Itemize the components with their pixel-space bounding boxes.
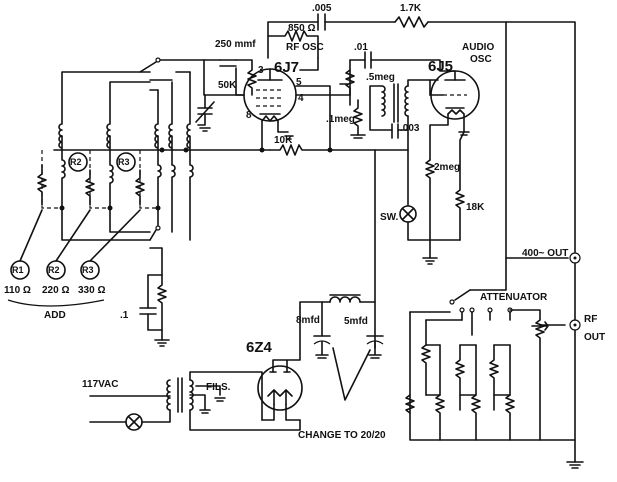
cap-003-label: .003 <box>400 123 420 134</box>
rf-osc-label: RF OSC <box>286 42 324 53</box>
sw-label: SW. <box>380 212 399 223</box>
pin3-label: 3 <box>258 65 264 76</box>
r-circles-top <box>68 152 136 172</box>
r2-value-label: 220 Ω <box>42 285 69 296</box>
cap-01-label: .01 <box>354 42 368 53</box>
attenuator <box>405 257 584 469</box>
rf-osc-wiring <box>195 59 351 151</box>
400-out-label: 400~ OUT <box>522 248 568 259</box>
coil-bank <box>37 57 205 276</box>
cap-250mmf-label: 250 mmf <box>215 39 256 50</box>
bplus-line <box>53 144 376 349</box>
res-10k-label: 10K <box>274 135 293 146</box>
cap-005-label: .005 <box>312 3 332 14</box>
audio-out-wiring <box>505 21 581 321</box>
audio-osc-label-2: OSC <box>470 54 492 65</box>
r3b-circle-label: R3 <box>82 265 94 275</box>
rf-out-label-1: RF <box>584 314 597 325</box>
cap-8mfd-label: 8mfd <box>296 315 320 326</box>
tube-6j5-label: 6J5 <box>428 58 453 75</box>
pin8-label: 8 <box>246 110 252 121</box>
fils-label: FILS. <box>206 382 231 393</box>
res-2meg-label: 2meg <box>434 162 460 173</box>
r1-value-label: 110 Ω <box>4 285 31 296</box>
cap-5mfd-label: 5mfd <box>344 316 368 327</box>
change-label: CHANGE TO 20/20 <box>298 430 386 441</box>
res-850-label: 850 Ω <box>288 23 315 34</box>
pin5-label: 5 <box>296 77 302 88</box>
audio-osc-wiring <box>339 51 461 241</box>
res-1meg-label: .1meg <box>326 114 355 125</box>
r-circles-bottom <box>7 209 141 307</box>
r3-value-label: 330 Ω <box>78 285 105 296</box>
top-feedback-path <box>267 13 576 253</box>
attenuator-label: ATTENUATOR <box>480 292 548 303</box>
tube-6z4-label: 6Z4 <box>246 339 273 356</box>
cap-01-lower-label: .1 <box>120 310 129 321</box>
res-50k-label: 50K <box>218 80 237 91</box>
r3-circle-label: R3 <box>118 157 130 167</box>
audio-osc-label-1: AUDIO <box>462 42 494 53</box>
add-label: ADD <box>44 310 66 321</box>
r2b-circle-label: R2 <box>48 265 60 275</box>
tube-6j7-label: 6J7 <box>274 59 299 76</box>
r1-circle-label: R1 <box>12 265 24 275</box>
tube-6j5 <box>422 70 480 265</box>
lower-left-network <box>139 274 170 347</box>
r2-circle-label: R2 <box>70 157 82 167</box>
vac-117-label: 117VAC <box>82 379 119 390</box>
power-supply <box>89 294 384 431</box>
pin4-label: 4 <box>298 93 304 104</box>
res-18k-label: 18K <box>466 202 485 213</box>
res-1-7k-label: 1.7K <box>400 3 422 14</box>
rf-out-label-2: OUT <box>584 332 605 343</box>
pot-5meg-label: .5meg <box>366 72 395 83</box>
